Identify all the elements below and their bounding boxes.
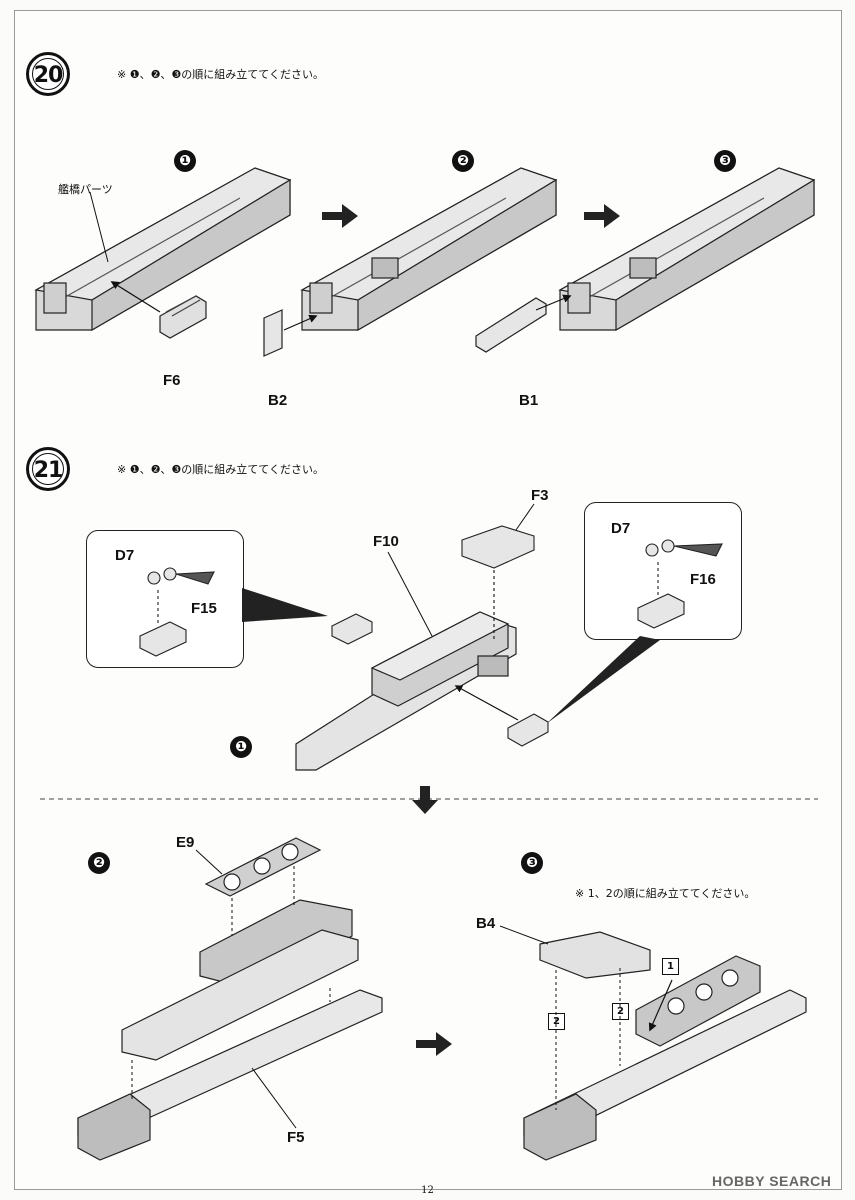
bridge-parts-label: 艦橋パーツ	[58, 183, 113, 196]
step-21-substep-3-note: ※ 1、2の順に組み立ててください。	[575, 885, 755, 901]
step20-part-f6	[159, 295, 207, 339]
part-label-f10: F10	[373, 533, 399, 550]
step-20-substep-2: ❷	[452, 150, 474, 172]
step21-2-parts	[77, 837, 383, 1161]
step3-note-text: ※ 1、2の順に組み立ててください。	[575, 887, 756, 900]
step20-arrow-f6	[110, 281, 161, 313]
step20-flow-arrow-2	[584, 204, 620, 228]
part-label-b1: B1	[519, 392, 539, 409]
part-label-b2: B2	[268, 392, 288, 409]
step-20-substep-3: ❸	[714, 150, 736, 172]
step21-part-f15-placed	[331, 613, 373, 645]
step-20-note: ※ ❶、❷、❸の順に組み立ててください。	[117, 68, 324, 81]
leader-f10	[387, 551, 433, 637]
step-20-badge: 20	[26, 52, 70, 96]
step21-part-f3	[461, 525, 535, 569]
inset-right-pointer	[546, 636, 660, 724]
page-number: 12	[421, 1185, 434, 1196]
watermark: HOBBY SEARCH	[712, 1173, 832, 1189]
step-21-substep-1: ❶	[230, 736, 252, 758]
step21-main-hull	[295, 611, 517, 771]
leader-e9	[195, 849, 223, 875]
leader-f3	[515, 503, 535, 531]
step20-part-b1	[475, 297, 547, 353]
part-label-f3: F3	[531, 487, 549, 504]
step20-hull-1	[34, 167, 292, 332]
part-label-e9: E9	[176, 834, 195, 851]
step21-arrow-f16	[454, 685, 519, 721]
inset-left-pointer	[242, 588, 328, 622]
step-21-note: ※ ❶、❷、❸の順に組み立ててください。	[117, 463, 324, 476]
order-box-1: 1	[662, 958, 679, 975]
part-label-f15: F15	[191, 600, 217, 617]
arrow-order-1	[648, 979, 673, 1032]
inset-left-parts	[139, 567, 215, 657]
part-label-f5: F5	[287, 1129, 305, 1146]
step20-hull-2	[300, 167, 558, 332]
part-label-f6: F6	[163, 372, 181, 389]
step-21-number: 21	[33, 458, 64, 483]
step21-part-f16-placed	[507, 713, 549, 747]
step20-arrow-b1	[535, 294, 572, 311]
leader-f5	[251, 1067, 297, 1129]
step-20-substep-1: ❶	[174, 150, 196, 172]
part-label-b4: B4	[476, 915, 496, 932]
part-label-f16: F16	[690, 571, 716, 588]
inset-right-parts	[637, 539, 723, 629]
order-box-2-left: 2	[548, 1013, 565, 1030]
step20-part-b2	[263, 309, 283, 357]
step-21-badge: 21	[26, 447, 70, 491]
part-label-d7-left: D7	[115, 547, 135, 564]
step20-flow-arrow-1	[322, 204, 358, 228]
down-arrow	[412, 786, 438, 814]
part-label-d7-right: D7	[611, 520, 631, 537]
step21-flow-arrow	[416, 1032, 452, 1056]
leader-b4	[499, 925, 549, 945]
step-21-substep-3: ❸	[521, 852, 543, 874]
step21-3-parts	[523, 931, 807, 1161]
step20-leader-bridge	[89, 191, 109, 263]
step20-arrow-b2	[283, 314, 318, 331]
step20-hull-3	[558, 167, 816, 332]
step-20-number: 20	[33, 63, 64, 88]
step-21-substep-2: ❷	[88, 852, 110, 874]
